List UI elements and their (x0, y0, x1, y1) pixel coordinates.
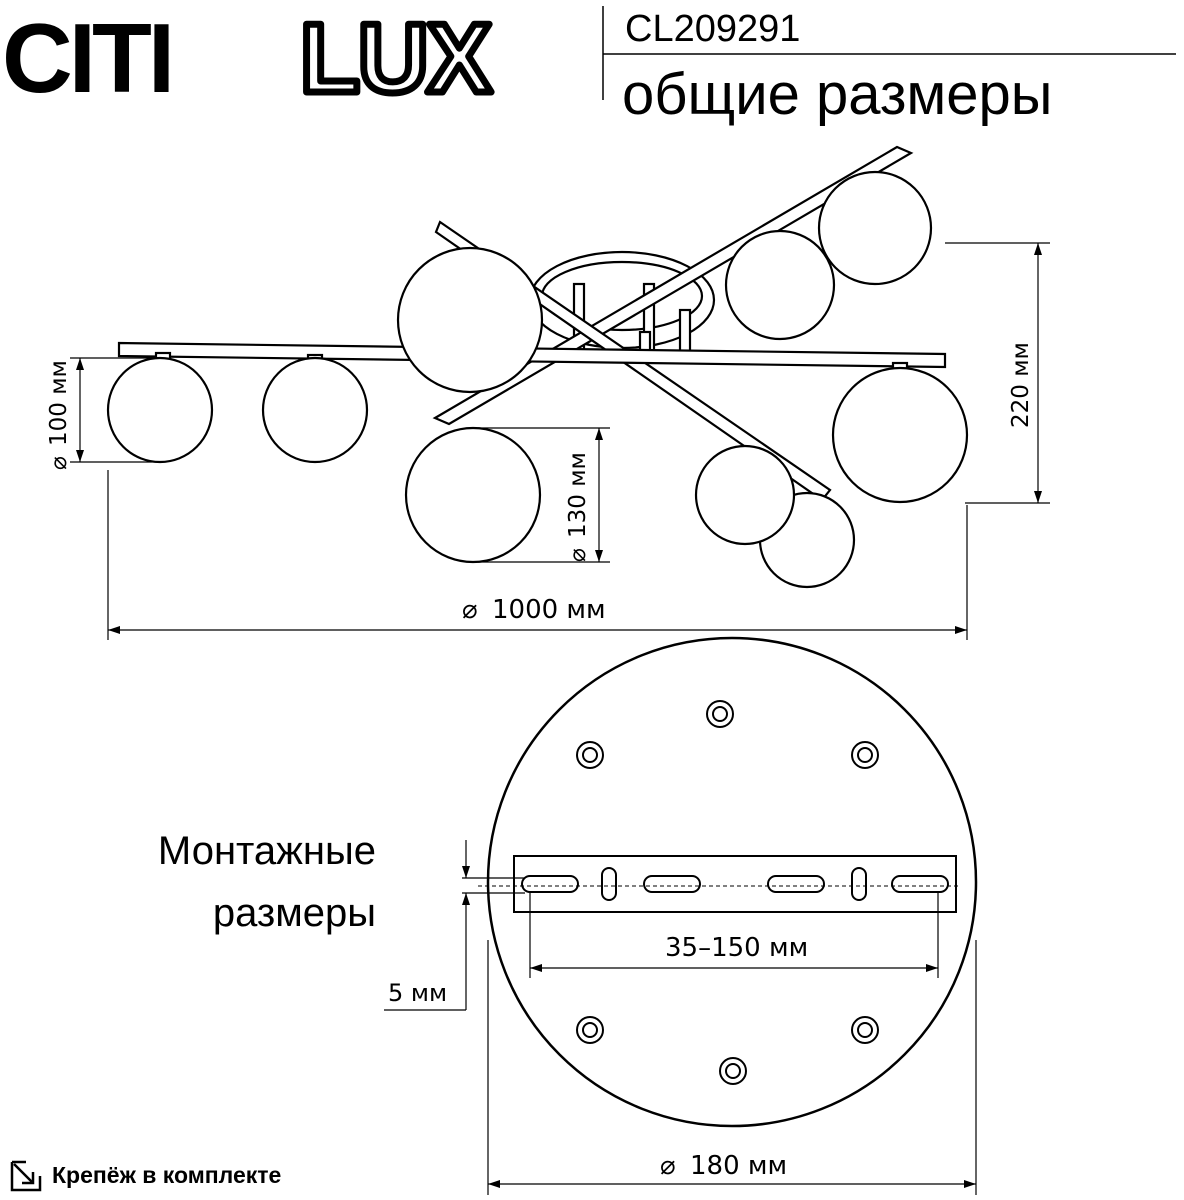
model-code: CL209291 (625, 8, 800, 50)
mounting-label-line2: размеры (213, 891, 376, 935)
globe-small (694, 444, 796, 546)
rod (678, 308, 692, 356)
label-overall-diameter: 1000 мм (492, 595, 606, 625)
slot (891, 875, 949, 893)
slot (601, 867, 617, 901)
dimension-bracket-range (529, 892, 939, 978)
label-globe-large: 130 мм (565, 452, 591, 538)
brand-logo: CITI LUX (2, 0, 497, 117)
globe-small (724, 229, 836, 341)
globe-small (261, 356, 369, 464)
diameter-symbol: ⌀ (565, 548, 591, 562)
dimension-slot-offset (384, 840, 525, 1011)
fixture-drawing (106, 145, 969, 589)
dimension-height (945, 242, 1050, 504)
mounting-bracket (513, 855, 957, 913)
bracket-slots (521, 867, 949, 901)
label-bracket-range: 35–150 мм (665, 933, 808, 963)
dimension-globe-small (70, 357, 158, 463)
diameter-symbol: ⌀ (462, 595, 478, 625)
page-subtitle: общие размеры (622, 62, 1053, 127)
slot (643, 875, 701, 893)
label-globe-small: 100 мм (46, 360, 72, 446)
dimension-globe-large (478, 427, 610, 563)
slot (767, 875, 825, 893)
screw-holes (576, 700, 879, 1085)
slot (521, 875, 579, 893)
label-slot-offset: 5 мм (388, 979, 447, 1007)
dimension-canopy (487, 940, 977, 1195)
mounting-label-line1: Монтажные (158, 829, 376, 873)
dimension-overall (107, 470, 968, 640)
globe-large (404, 426, 542, 564)
globe-large (396, 246, 544, 394)
label-height: 220 мм (1008, 342, 1034, 428)
logo-lux: LUX (300, 3, 492, 113)
diameter-symbol: ⌀ (46, 456, 72, 470)
arrow-down-right-in-box-icon (10, 1160, 42, 1192)
diameter-symbol: ⌀ (660, 1151, 676, 1181)
label-canopy-diameter: 180 мм (690, 1151, 787, 1181)
slot (851, 867, 867, 901)
logo-citi: CITI (2, 3, 171, 113)
label-globe-large-group: ⌀ 130 мм (565, 452, 591, 562)
globe-large (831, 366, 969, 504)
label-globe-small-group: ⌀ 100 мм (46, 360, 72, 470)
globe-small (106, 356, 214, 464)
globe-small (817, 170, 933, 286)
hardware-note: Крепёж в комплекте (52, 1162, 281, 1188)
canopy-plate (478, 636, 978, 1128)
